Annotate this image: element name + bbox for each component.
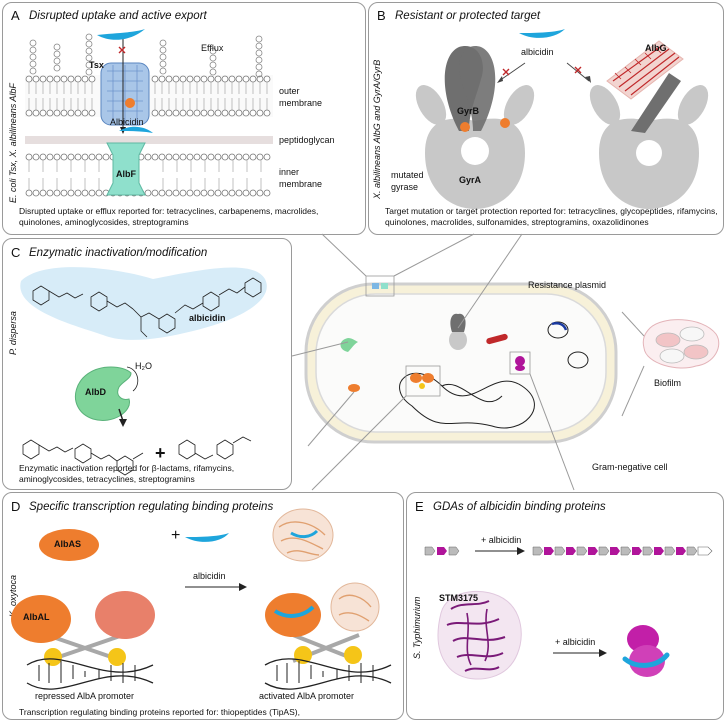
albicidin-highlight <box>20 267 267 340</box>
inner-membrane <box>25 153 271 197</box>
albicidin-shape <box>97 29 145 40</box>
label-mutated-2: gyrase <box>391 182 419 192</box>
albg-protein <box>606 40 684 100</box>
label-albicidin: albicidin <box>521 47 554 57</box>
activated-complex <box>264 582 392 690</box>
panel-d-illustration <box>11 508 392 690</box>
panel-b: B Resistant or protected target X. albil… <box>368 2 724 235</box>
label-gram-negative-cell: Gram-negative cell <box>592 462 668 472</box>
panel-d: D Specific transcription regulating bind… <box>2 492 404 720</box>
panel-b-title: Resistant or protected target <box>395 10 541 22</box>
albf-transporter <box>106 142 146 196</box>
gene-array-amplified <box>532 546 713 556</box>
panel-a-caption: Disrupted uptake or efflux reported for:… <box>19 206 319 227</box>
small-albd <box>340 338 358 352</box>
label-plus: + <box>155 443 166 463</box>
panel-e-illustration <box>424 546 713 680</box>
small-albas <box>348 384 360 392</box>
panel-a-illustration <box>25 29 273 197</box>
albas-protein <box>39 529 99 561</box>
panel-c: C Enzymatic inactivation/modification P.… <box>2 238 292 490</box>
albicidin-exported <box>119 126 153 133</box>
label-inner-1: inner <box>279 167 300 177</box>
label-plus-albicidin-1: + albicidin <box>481 535 522 545</box>
label-albf: AlbF <box>116 169 136 179</box>
block-cross-icon <box>502 68 510 76</box>
center-cell-illustration <box>291 233 720 491</box>
label-stm3175: STM3175 <box>439 593 479 603</box>
label-peptidoglycan: peptidoglycan <box>279 135 335 145</box>
label-tsx: Tsx <box>89 60 104 70</box>
label-plus-albicidin-2: + albicidin <box>555 637 596 647</box>
label-activated: activated AlbA promoter <box>259 691 355 701</box>
peptidoglycan-layer <box>25 136 273 144</box>
label-albg: AlbG <box>645 43 667 53</box>
panel-e-letter: E <box>415 499 424 514</box>
label-inner-2: membrane <box>279 179 323 189</box>
stm3175-albicidin-complex <box>622 625 670 677</box>
block-cross-icon <box>118 46 126 54</box>
label-gyrb: GyrB <box>457 106 480 116</box>
panel-e-title: GDAs of albicidin binding proteins <box>433 501 606 513</box>
label-repressed: repressed AlbA promoter <box>35 691 135 701</box>
panel-a-title: Disrupted uptake and active export <box>29 10 207 22</box>
label-albicidin: Albicidin <box>110 117 144 127</box>
panel-c-illustration <box>20 267 267 476</box>
cell-interior <box>315 293 607 433</box>
inset-e-box <box>509 351 531 375</box>
small-gyrase <box>449 313 467 350</box>
label-water: H₂O <box>135 361 152 371</box>
panel-c-letter: C <box>11 245 21 260</box>
lps-chains <box>29 33 263 78</box>
center-cell-area: Resistance plasmid Biofilm Gram-negative… <box>291 233 726 491</box>
panel-d-letter: D <box>11 499 21 514</box>
albicidin-shape <box>519 29 565 38</box>
label-mutated-1: mutated <box>391 170 424 180</box>
connector-lines <box>291 233 645 491</box>
label-albicidin: albicidin <box>189 313 226 323</box>
panel-a: A Disrupted uptake and active export E. … <box>2 2 366 235</box>
panel-d-caption: Transcription regulating binding protein… <box>19 707 300 717</box>
label-outer-2: membrane <box>279 98 323 108</box>
label-albicidin: albicidin <box>193 571 226 581</box>
inset-a-box <box>365 275 395 297</box>
label-albas: AlbAS <box>54 539 81 549</box>
panel-e: E GDAs of albicidin binding proteins S. … <box>406 492 724 720</box>
protected-gyrase <box>589 40 709 209</box>
tsx-porin <box>100 39 150 134</box>
label-albal: AlbAL <box>23 612 50 622</box>
panel-b-caption: Target mutation or target protection rep… <box>385 206 718 227</box>
label-plus: + <box>171 527 181 544</box>
stm3175-structure <box>437 590 522 680</box>
biofilm <box>642 319 720 369</box>
panel-c-caption: Enzymatic inactivation reported for β-la… <box>19 463 235 484</box>
label-biofilm: Biofilm <box>654 378 682 388</box>
label-efflux: Efflux <box>201 43 224 53</box>
panel-b-illustration <box>415 29 709 209</box>
mutated-gyrase <box>415 45 535 209</box>
hydrolysis-products <box>22 436 252 476</box>
panel-d-title: Specific transcription regulating bindin… <box>29 501 274 513</box>
panel-c-title: Enzymatic inactivation/modification <box>29 247 208 259</box>
inset-d-box <box>405 365 441 397</box>
label-resistance-plasmid: Resistance plasmid <box>528 280 607 290</box>
albicidin-shape <box>185 533 229 542</box>
panel-b-letter: B <box>377 8 386 23</box>
repressed-complex <box>11 591 155 690</box>
label-albd: AlbD <box>85 387 106 397</box>
label-gyra: GyrA <box>459 175 482 185</box>
albd-enzyme <box>75 366 132 421</box>
label-outer-1: outer <box>279 86 300 96</box>
albicidin-structure <box>32 277 262 338</box>
resistance-plasmid <box>547 321 569 339</box>
gene-array-short <box>424 546 460 556</box>
panel-a-letter: A <box>11 8 20 23</box>
albas-albicidin-structure <box>272 508 334 562</box>
